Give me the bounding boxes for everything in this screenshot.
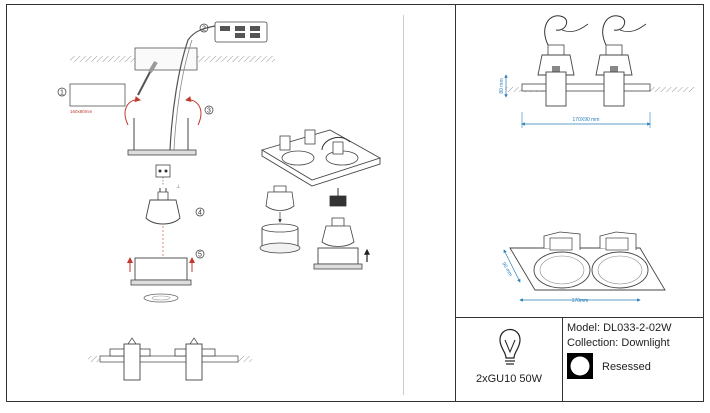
model-label: Model: DL033-2-02W xyxy=(567,322,672,334)
ceiling-cutout xyxy=(134,47,198,71)
step-2-number: 2 xyxy=(202,26,206,33)
width-dimension-side: 170X90 mm xyxy=(573,117,600,123)
lamp-info: 2xGU10 50W xyxy=(476,328,543,385)
height-dimension: 80 mm xyxy=(499,78,505,93)
collection-label: Collection: Downlight xyxy=(567,337,670,349)
product-info: Model: DL033-2-02W Collection: Downlight… xyxy=(567,322,672,379)
exploded-view xyxy=(259,129,382,270)
bulb-icon xyxy=(499,328,521,365)
step-1-number: 1 xyxy=(60,90,64,97)
ceiling-left xyxy=(70,56,140,62)
top-view: 90 mm 170mm xyxy=(500,231,666,304)
frame-body xyxy=(134,257,188,281)
ceiling-right xyxy=(195,56,275,62)
terminal-block xyxy=(214,21,268,43)
step-4-number: 4 xyxy=(198,210,202,217)
step-5-number: 5 xyxy=(198,252,202,259)
side-view: 80 mm 170X90 mm xyxy=(499,15,695,128)
lamp-spec: 2xGU10 50W xyxy=(476,373,543,385)
cutout-size-label: 160x80mm xyxy=(70,109,93,114)
svg-text:⊥: ⊥ xyxy=(176,184,180,190)
step-3-number: 3 xyxy=(207,108,211,115)
recessed-circle-icon xyxy=(570,356,590,376)
installation-diagram: 2 1 160x80mm 3 ⊥ 4 5 xyxy=(57,21,275,381)
width-dimension-top: 170mm xyxy=(572,298,589,304)
sheet-border xyxy=(6,4,704,402)
cutout-template xyxy=(69,83,126,107)
type-label: Resessed xyxy=(602,361,651,373)
depth-dimension-top: 90 mm xyxy=(500,261,513,277)
